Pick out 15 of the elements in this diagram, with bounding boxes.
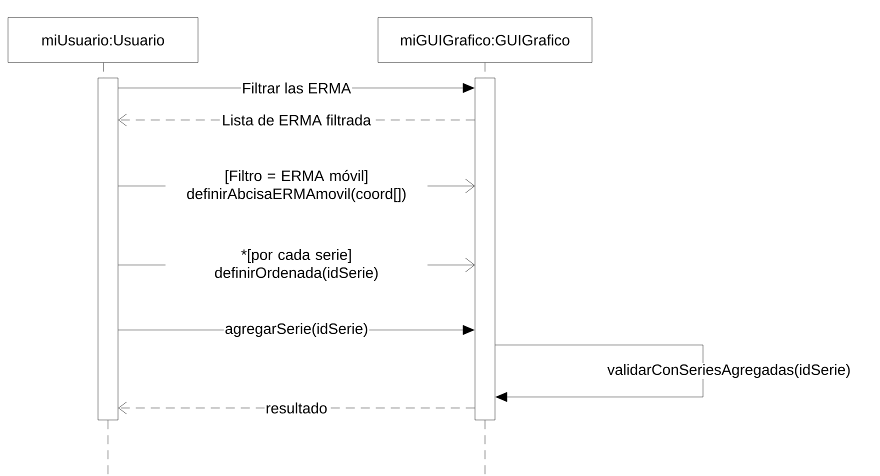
- message-label: agregarSerie(idSerie): [224, 322, 370, 338]
- message-label: *[por cada serie] definirOrdenada(idSerie): [166, 248, 428, 282]
- lifeline-head: miUsuario:Usuario: [8, 17, 198, 63]
- message-label: Filtrar las ERMA: [240, 82, 352, 94]
- lifeline: [103, 62, 104, 78]
- message-label: resultado: [264, 401, 328, 414]
- activation-bar: [474, 78, 496, 420]
- lifeline: [484, 62, 486, 78]
- message-label: Lista de ERMA filtrada: [220, 113, 372, 126]
- lifeline: [484, 420, 486, 476]
- lifeline-head: miGUIGrafico:GUIGrafico: [378, 17, 592, 63]
- activation-bar: [98, 78, 118, 420]
- message-label: [Filtro = ERMA móvil] definirAbcisaERMAmovil(coord[]): [166, 168, 428, 204]
- message-label: validarConSeriesAgregadas(idSerie): [606, 363, 852, 379]
- self-message-arrow: [495, 344, 704, 402]
